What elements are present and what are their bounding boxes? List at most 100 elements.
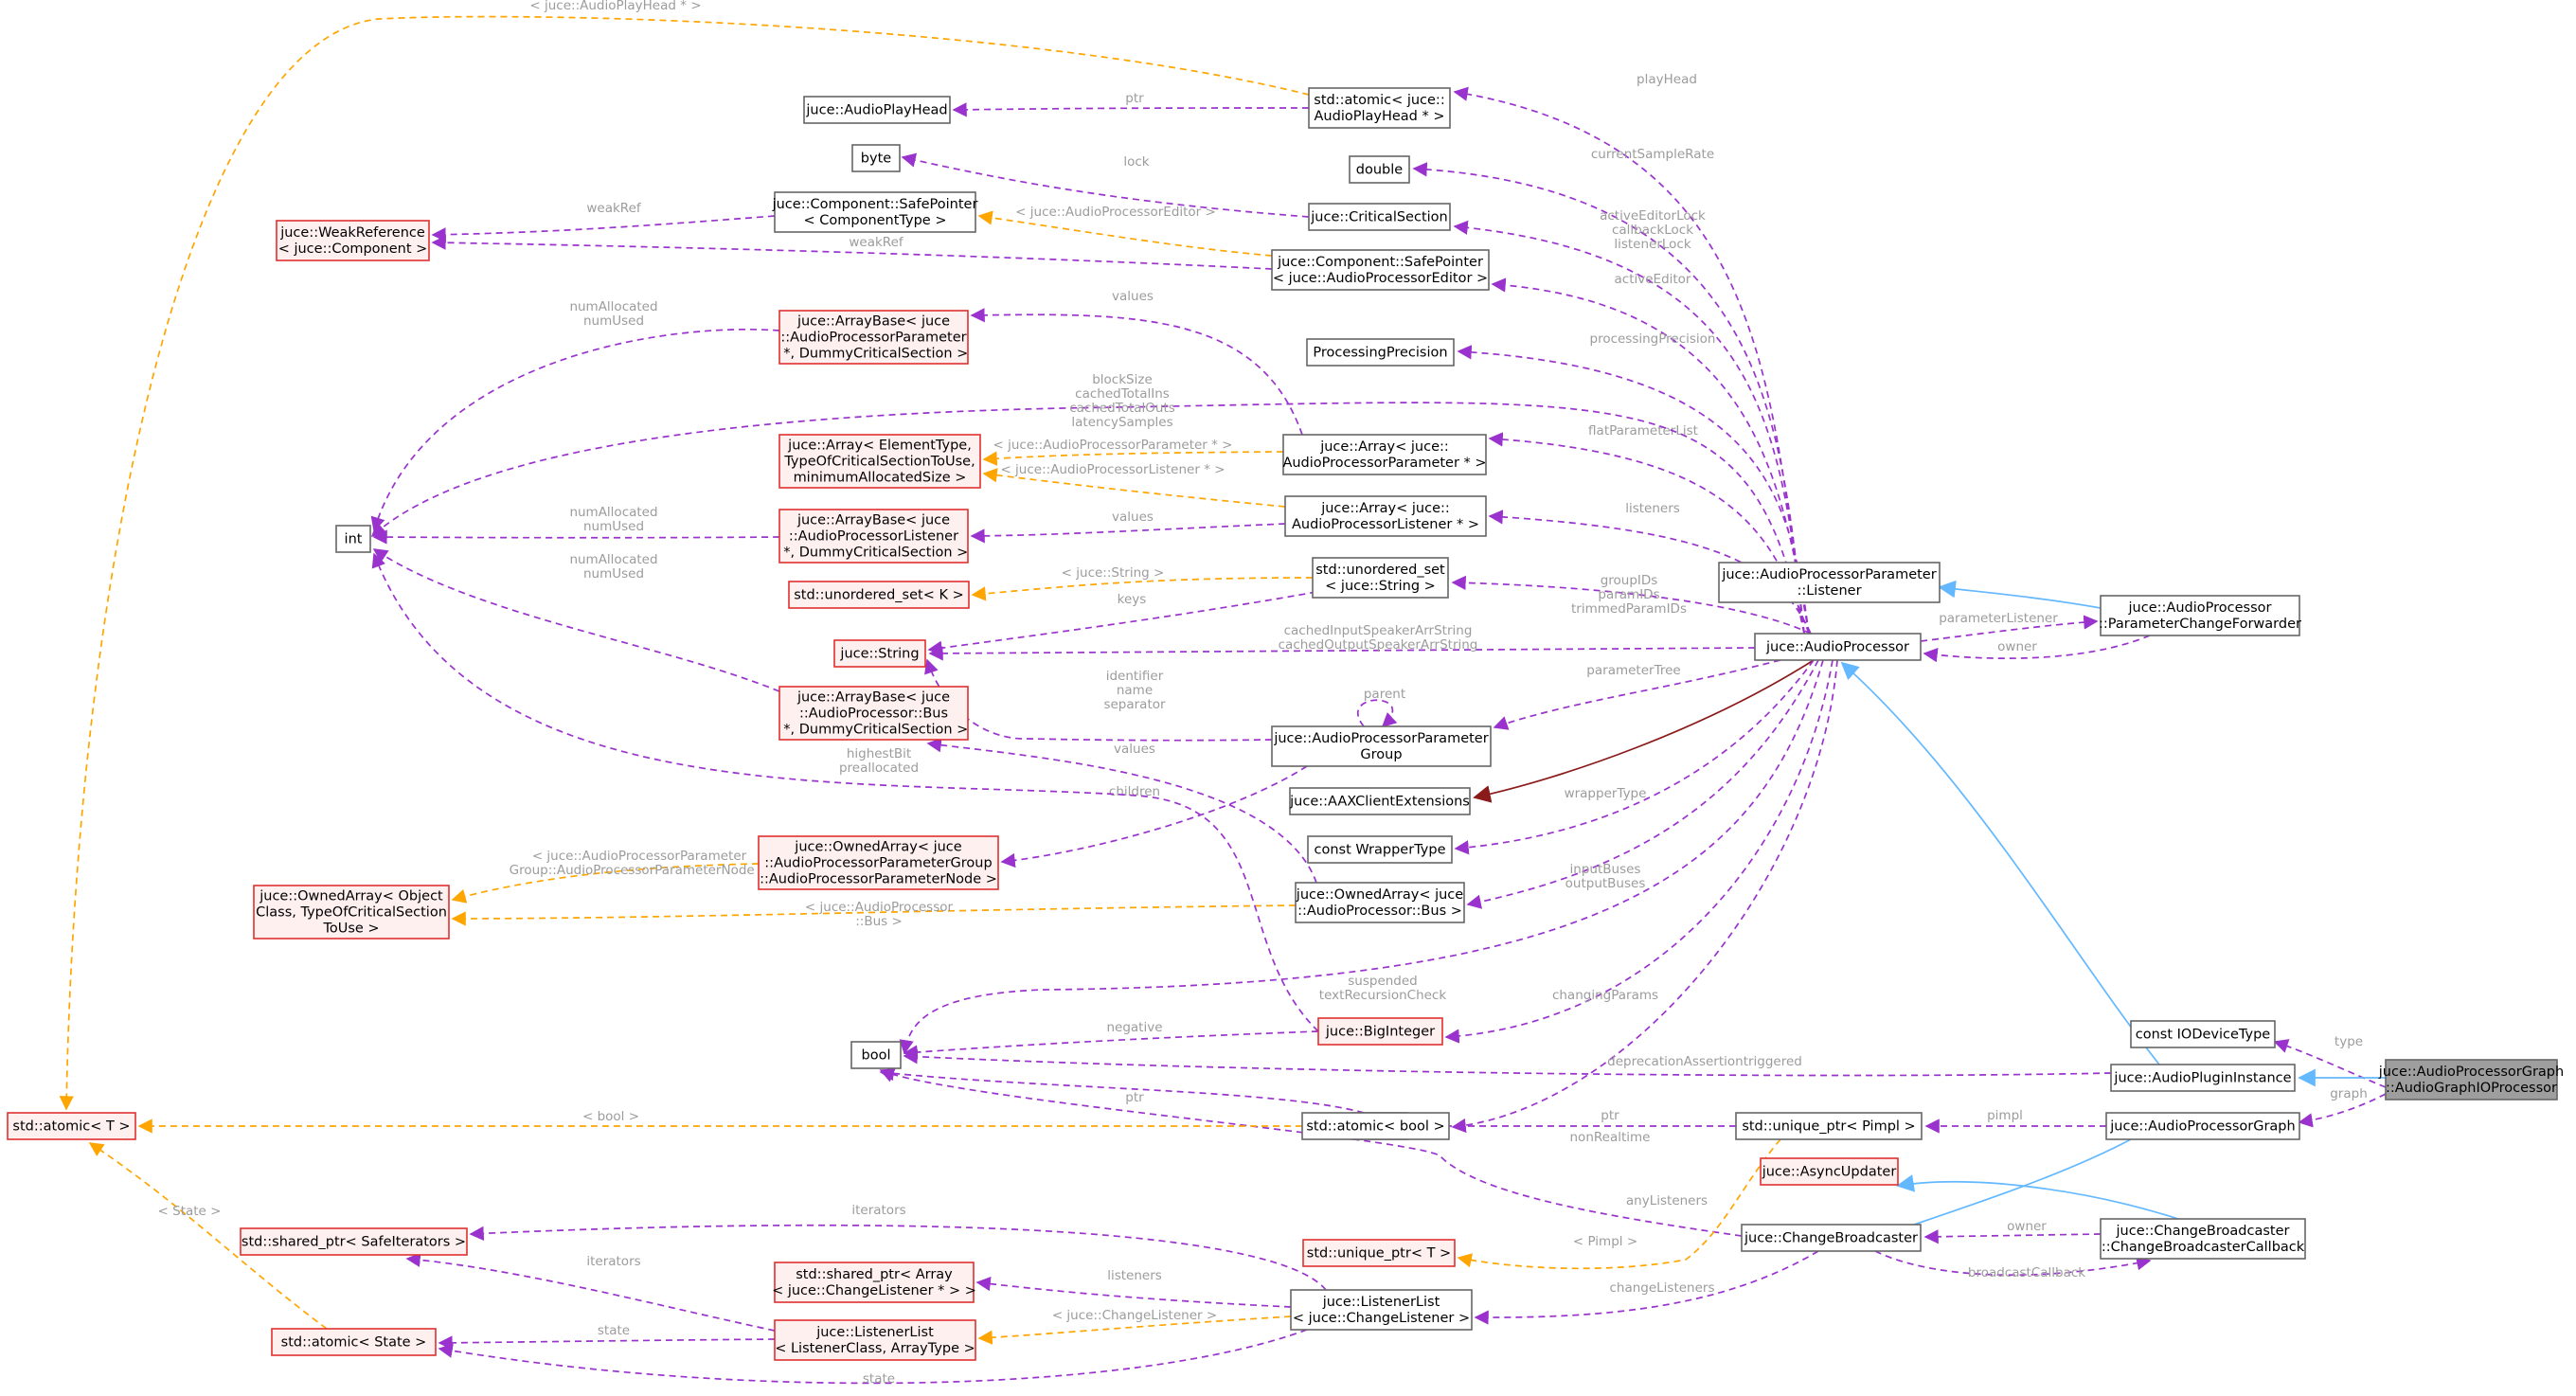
edge-55: negative [903, 1020, 1319, 1060]
node-box [1302, 1239, 1456, 1267]
node-label: std::atomic< juce::AudioPlayHead * > [1314, 93, 1444, 124]
node-label: juce::AudioPluginInstance [2113, 1071, 2291, 1086]
node-unorderedSetString[interactable]: std::unordered_set< juce::String > [1312, 557, 1449, 599]
node-focus[interactable]: juce::AudioProcessorGraph::AudioGraphIOP… [2378, 1059, 2564, 1101]
edge-line [879, 1065, 1365, 1114]
node-listenerListChange[interactable]: juce::ListenerList< juce::ChangeListener… [1290, 1289, 1473, 1331]
edge-line [970, 523, 1286, 544]
edge-62: iterators [405, 1252, 776, 1332]
edge-label: parameterListener [1939, 611, 2058, 626]
node-label: juce::AudioProcessorParameter::Listener [1721, 567, 1936, 599]
node-listenerListTmpl[interactable]: juce::ListenerList< ListenerClass, Array… [774, 1319, 976, 1361]
node-paramListener[interactable]: juce::AudioProcessorParameter::Listener [1718, 562, 1941, 603]
edge-line [1473, 659, 1815, 803]
node-box [778, 310, 969, 365]
edge-34: ptr [952, 91, 1310, 117]
node-box [851, 144, 901, 172]
node-parameterChangeForwarder[interactable]: juce::AudioProcessor::ParameterChangeFor… [2099, 595, 2301, 636]
edge-label: changingParams [1552, 988, 1658, 1003]
edge-7: owner [1923, 1219, 2102, 1244]
edge-line [372, 548, 780, 692]
node-box [1735, 1112, 1923, 1140]
edge-line [438, 1335, 776, 1351]
edge-19: listeners [1488, 501, 1812, 635]
node-changeBroadcaster[interactable]: juce::ChangeBroadcaster [1741, 1224, 1922, 1252]
node-audioProcessorGraph[interactable]: juce::AudioProcessorGraph [2105, 1112, 2300, 1140]
node-sharedPtrSafeIterators[interactable]: std::shared_ptr< SafeIterators > [240, 1227, 468, 1256]
edge-label: lock [1123, 154, 1149, 170]
node-arrayListenerPtr[interactable]: juce::Array< juce::AudioProcessorListene… [1284, 495, 1487, 537]
edge-label: wrapperType [1565, 786, 1647, 801]
node-criticalSection[interactable]: juce::CriticalSection [1308, 203, 1451, 231]
node-arrayBaseListener[interactable]: juce::ArrayBase< juce::AudioProcessorLis… [778, 509, 969, 564]
node-audioPluginInstance[interactable]: juce::AudioPluginInstance [2110, 1064, 2296, 1092]
node-unorderedSetK[interactable]: std::unordered_set< K > [788, 581, 970, 609]
node-wrapperType[interactable]: const WrapperType [1307, 835, 1453, 864]
node-safePointerEditor[interactable]: juce::Component::SafePointer< juce::Audi… [1271, 249, 1490, 291]
node-ownedArrayParamGroup[interactable]: juce::OwnedArray< juce::AudioProcessorPa… [758, 835, 999, 890]
node-safePointerTmpl[interactable]: juce::Component::SafePointer< ComponentT… [772, 191, 978, 233]
node-arrayTmpl[interactable]: juce::Array< ElementType,TypeOfCriticalS… [778, 434, 981, 489]
node-atomicBool[interactable]: std::atomic< bool > [1301, 1112, 1450, 1140]
node-box [803, 96, 951, 124]
edge-line [1000, 765, 1308, 868]
node-arrayBaseBus[interactable]: juce::ArrayBase< juce::AudioProcessor::B… [778, 686, 969, 741]
node-int[interactable]: int [335, 525, 371, 553]
node-box [778, 434, 981, 489]
edge-label: activeEditor [1615, 272, 1691, 287]
node-arrayBaseParam[interactable]: juce::ArrayBase< juce::AudioProcessorPar… [778, 310, 969, 365]
node-label: ProcessingPrecision [1313, 346, 1447, 361]
node-aaxClientExtensions[interactable]: juce::AAXClientExtensions [1289, 787, 1471, 815]
edge-54: < juce::AudioProcessor::Bus > [451, 900, 1297, 929]
node-atomicPlayHead[interactable]: std::atomic< juce::AudioPlayHead * > [1308, 87, 1451, 129]
node-label: juce::ChangeBroadcaster [1744, 1231, 1918, 1246]
node-bool[interactable]: bool [850, 1041, 902, 1069]
edge-line [2273, 1039, 2387, 1088]
edge-42: < juce::AudioProcessorListener * > [982, 462, 1286, 508]
edge-22: parameterTree [1493, 659, 1781, 730]
node-label: juce::ArrayBase< juce::AudioProcessorPar… [779, 314, 969, 362]
edge-label: state [863, 1371, 895, 1387]
node-arrayParamPtr[interactable]: juce::Array< juce::AudioProcessorParamet… [1282, 434, 1487, 475]
edge-line [970, 308, 1303, 436]
edge-label: type [2334, 1034, 2363, 1049]
node-atomicState[interactable]: std::atomic< State > [271, 1328, 437, 1356]
node-string[interactable]: juce::String [833, 639, 926, 668]
node-changeBroadcasterCallback[interactable]: juce::ChangeBroadcaster::ChangeBroadcast… [2100, 1218, 2306, 1260]
node-audioProcessor[interactable]: juce::AudioProcessor [1754, 633, 1922, 661]
node-uniquePtrT[interactable]: std::unique_ptr< T > [1302, 1239, 1456, 1267]
node-uniquePimpl[interactable]: std::unique_ptr< Pimpl > [1735, 1112, 1923, 1140]
node-double[interactable]: double [1349, 155, 1410, 184]
node-bigInteger[interactable]: juce::BigInteger [1317, 1017, 1443, 1046]
node-box [7, 1112, 136, 1140]
node-box [2100, 1218, 2306, 1260]
node-ioDeviceType[interactable]: const IODeviceType [2130, 1020, 2276, 1048]
node-audioPlayHead[interactable]: juce::AudioPlayHead [803, 96, 951, 124]
node-ownedArrayBus[interactable]: juce::OwnedArray< juce::AudioProcessor::… [1295, 882, 1465, 923]
node-asyncUpdater[interactable]: juce::AsyncUpdater [1760, 1157, 1899, 1186]
node-label: juce::BigInteger [1325, 1025, 1435, 1040]
edge-label: graph [2330, 1086, 2368, 1101]
node-box [2105, 1112, 2300, 1140]
node-atomicT[interactable]: std::atomic< T > [7, 1112, 136, 1140]
edge-line [1493, 659, 1781, 730]
edge-label: keys [1118, 592, 1147, 607]
node-label: std::shared_ptr< Array< juce::ChangeList… [772, 1267, 976, 1298]
edge-43: values [970, 510, 1286, 544]
node-sharedPtrArray[interactable]: std::shared_ptr< Array< juce::ChangeList… [772, 1262, 976, 1303]
node-byte[interactable]: byte [851, 144, 901, 172]
edge-label: ptr [1125, 1090, 1144, 1105]
node-weakReference[interactable]: juce::WeakReference< juce::Component > [276, 220, 430, 261]
edge-line [1923, 1229, 2102, 1244]
node-box [774, 1319, 976, 1361]
edge-53: values [926, 738, 1317, 884]
node-processingPrecision[interactable]: ProcessingPrecision [1306, 338, 1455, 367]
node-label: juce::AsyncUpdater [1762, 1165, 1897, 1180]
node-label: std::atomic< bool > [1306, 1119, 1444, 1135]
